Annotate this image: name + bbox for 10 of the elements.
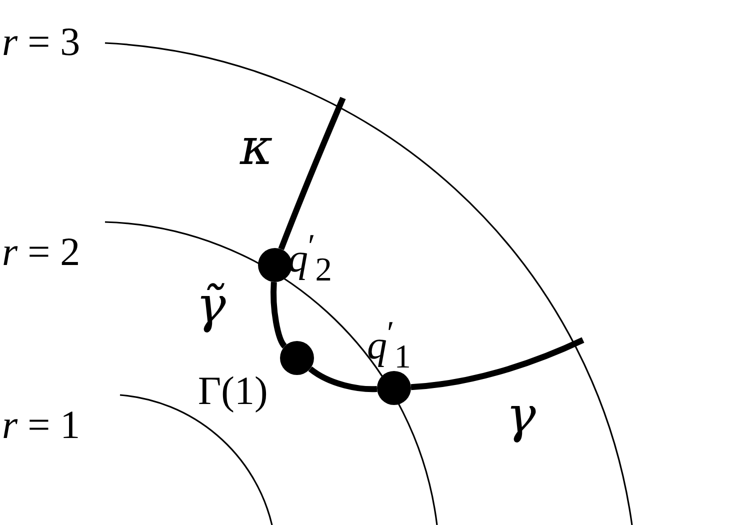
curve-line: [308, 366, 378, 392]
curve-line: [278, 96, 346, 250]
point-label: Γ(1): [198, 371, 268, 411]
radius-label: r = 1: [2, 405, 80, 445]
radius-label: r = 2: [2, 232, 80, 272]
curve-label: γ̃: [196, 280, 226, 330]
curve-label: γ: [506, 390, 536, 440]
radius-label: r = 3: [2, 22, 80, 62]
curve-label: κ: [240, 122, 273, 172]
curve-line: [410, 337, 584, 390]
